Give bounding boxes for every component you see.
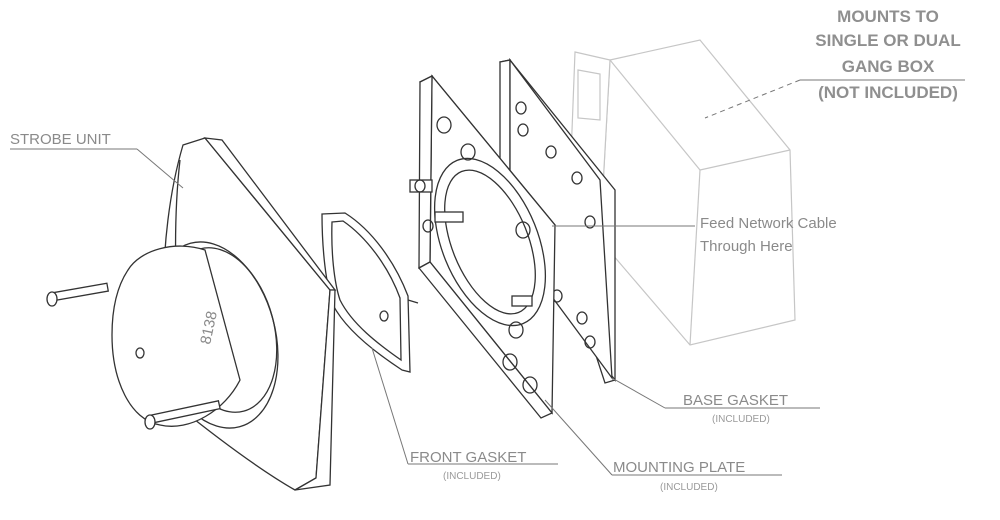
feed-cable-label-line1: Feed Network Cable: [700, 215, 837, 232]
model-number: 8138: [197, 310, 221, 346]
front-gasket-part: [321, 212, 419, 373]
base-gasket-label: BASE GASKET: [683, 392, 788, 409]
base-gasket-leader: [611, 377, 666, 409]
mounting-plate-note: (INCLUDED): [660, 482, 718, 493]
mounts-to-leader: [704, 79, 801, 119]
mounts-to-label-line2: SINGLE OR DUAL: [815, 31, 960, 50]
mounts-to-label-line1: MOUNTS TO: [837, 7, 939, 26]
screw-bottom: [144, 400, 221, 430]
mounting-plate-label: MOUNTING PLATE: [613, 459, 745, 476]
feed-cable-label-line2: Through Here: [700, 238, 793, 255]
base-gasket-note: (INCLUDED): [712, 414, 770, 425]
mounting-plate-leader: [544, 399, 613, 476]
strobe-unit-leader: [136, 148, 184, 189]
front-gasket-label: FRONT GASKET: [410, 449, 526, 466]
mounts-to-label-line3: GANG BOX: [842, 57, 935, 76]
strobe-unit-label: STROBE UNIT: [10, 131, 111, 148]
front-gasket-leader: [371, 347, 409, 465]
mounts-to-label-line4: (NOT INCLUDED): [818, 83, 958, 102]
strobe-unit-part: 8138: [46, 137, 337, 491]
screw-top: [46, 282, 110, 307]
mounting-plate-part: [409, 74, 556, 419]
front-gasket-note: (INCLUDED): [443, 471, 501, 482]
